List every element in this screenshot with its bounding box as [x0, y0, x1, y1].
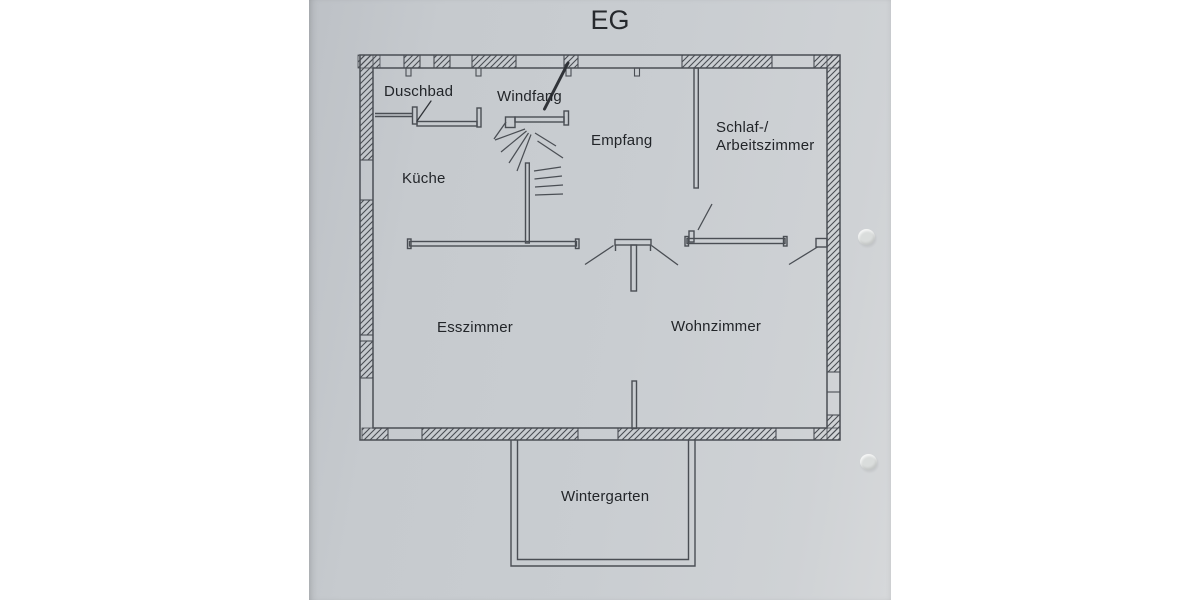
room-label-esszimmer: Esszimmer — [437, 319, 513, 336]
room-label-schlaf-line2: Arbeitszimmer — [716, 137, 815, 154]
exterior-wall-outline — [359, 54, 841, 441]
room-label-wohnzimmer: Wohnzimmer — [671, 318, 762, 335]
room-label-schlaf-arbeitszimmer: Schlaf-/ Arbeitszimmer — [716, 119, 814, 155]
door-swings — [493, 121, 818, 266]
room-label-schlaf-line1: Schlaf-/ — [716, 119, 769, 136]
floor-title: EG — [590, 5, 630, 35]
wall-hatch-segments — [357, 54, 841, 441]
wall-ticks — [359, 54, 841, 441]
room-label-empfang: Empfang — [591, 132, 653, 149]
room-label-duschbad: Duschbad — [384, 83, 454, 100]
room-label-windfang: Windfang — [497, 88, 562, 105]
annotation-lines — [416, 61, 570, 122]
room-label-wintergarten: Wintergarten — [561, 488, 650, 505]
hole-punch-bottom — [860, 454, 877, 470]
interior-walls — [375, 67, 828, 430]
wintergarten-walls — [510, 440, 696, 567]
room-label-kueche: Küche — [402, 170, 446, 187]
spiral-stairs — [494, 128, 564, 196]
paper-sheet — [309, 0, 891, 600]
window-jambs — [405, 67, 641, 77]
hole-punch-top — [858, 229, 875, 245]
